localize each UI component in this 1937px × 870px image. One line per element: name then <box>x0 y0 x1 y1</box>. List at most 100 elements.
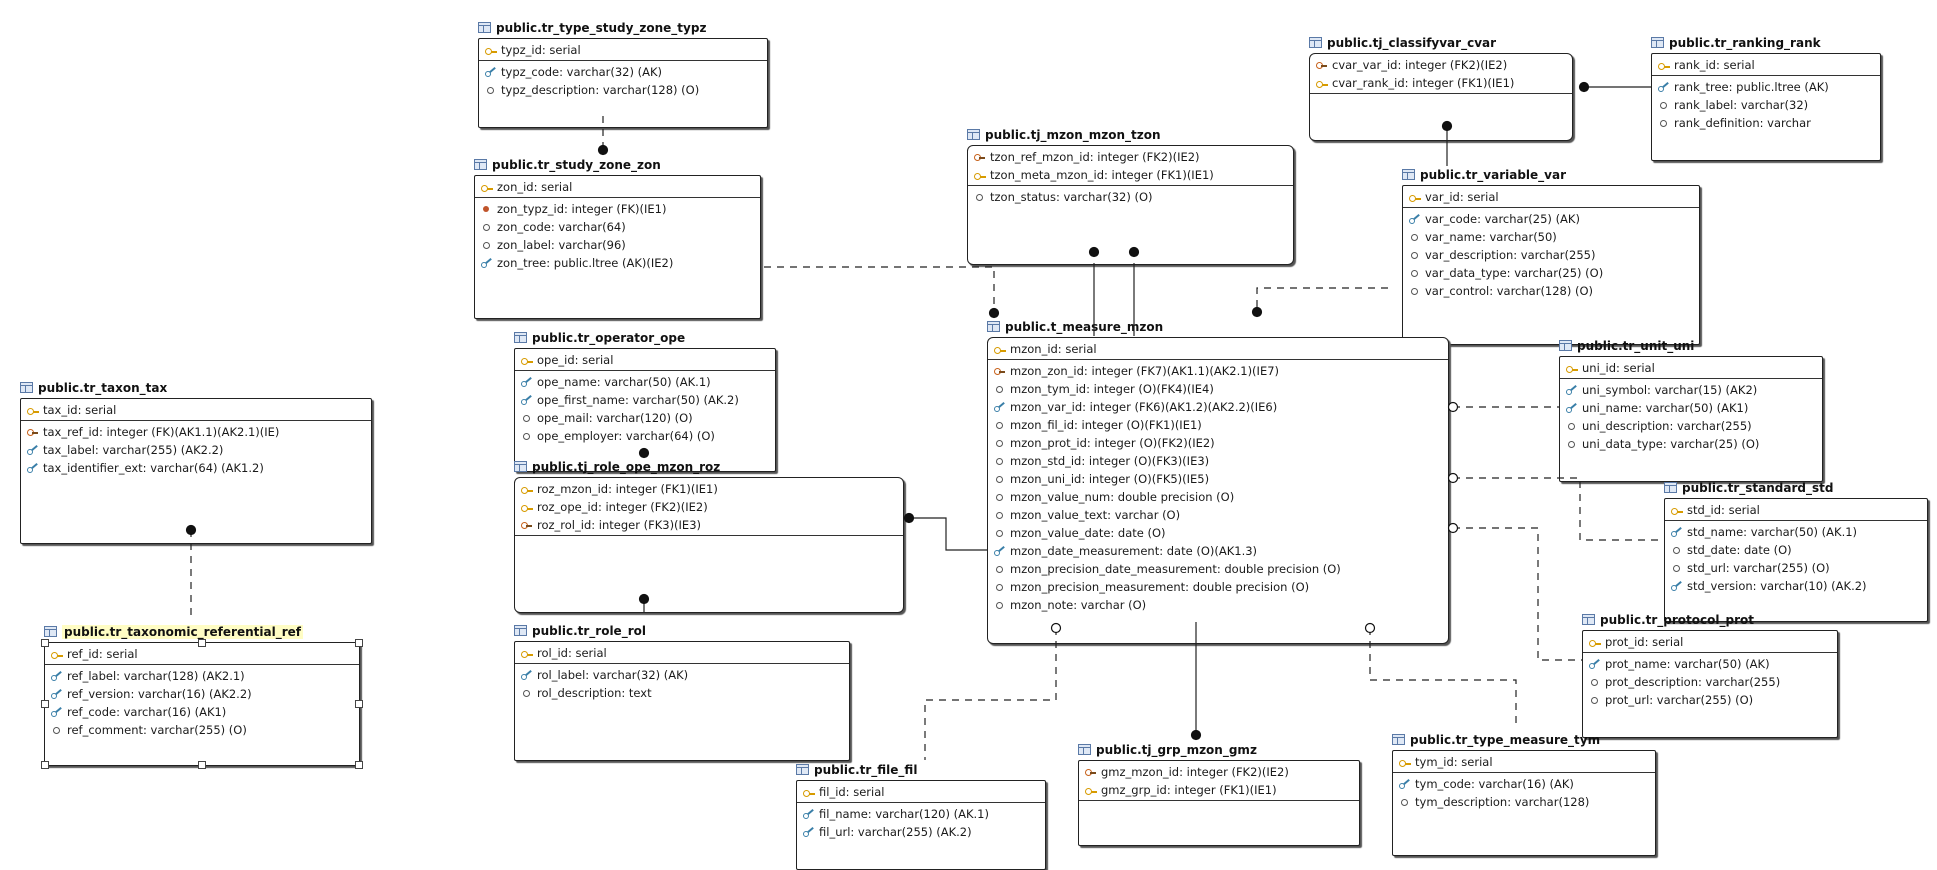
attribute-row[interactable]: zon_code: varchar(64) <box>475 218 760 236</box>
attribute-row[interactable]: tax_identifier_ext: varchar(64) (AK1.2) <box>21 459 371 477</box>
entity-title[interactable]: public.tr_operator_ope <box>514 328 685 348</box>
attribute-row[interactable]: ope_mail: varchar(120) (O) <box>515 409 775 427</box>
entity-box[interactable]: rol_id: serial rol_label: varchar(32) (AK… <box>514 641 850 761</box>
attribute-row[interactable]: tax_label: varchar(255) (AK2.2) <box>21 441 371 459</box>
attribute-row[interactable]: gmz_grp_id: integer (FK1)(IE1) <box>1079 781 1359 799</box>
attribute-row[interactable]: var_id: serial <box>1403 188 1699 206</box>
selection-handle[interactable] <box>355 761 363 769</box>
attribute-row[interactable]: rol_id: serial <box>515 644 849 662</box>
attribute-row[interactable]: uni_id: serial <box>1560 359 1822 377</box>
entity-box[interactable]: rank_id: serial rank_tree: public.ltree (… <box>1651 53 1881 161</box>
entity-title[interactable]: public.tj_mzon_mzon_tzon <box>967 125 1161 145</box>
attribute-row[interactable]: std_version: varchar(10) (AK.2) <box>1665 577 1927 595</box>
attribute-row[interactable]: mzon_prot_id: integer (O)(FK2)(IE2) <box>988 434 1448 452</box>
attribute-row[interactable]: ref_comment: varchar(255) (O) <box>45 721 359 739</box>
entity-box[interactable]: gmz_mzon_id: integer (FK2)(IE2)gmz_grp_i… <box>1078 760 1360 846</box>
entity-title[interactable]: public.t_measure_mzon <box>987 317 1163 337</box>
attribute-row[interactable]: tzon_meta_mzon_id: integer (FK1)(IE1) <box>968 166 1293 184</box>
attribute-row[interactable]: ref_code: varchar(16) (AK1) <box>45 703 359 721</box>
selection-handle[interactable] <box>198 639 206 647</box>
entity-title[interactable]: public.tj_grp_mzon_gmz <box>1078 740 1257 760</box>
attribute-row[interactable]: std_date: date (O) <box>1665 541 1927 559</box>
attribute-row[interactable]: ref_version: varchar(16) (AK2.2) <box>45 685 359 703</box>
attribute-row[interactable]: mzon_precision_date_measurement: double … <box>988 560 1448 578</box>
attribute-row[interactable]: typz_id: serial <box>479 41 767 59</box>
attribute-row[interactable]: mzon_note: varchar (O) <box>988 596 1448 614</box>
entity-title[interactable]: public.tr_taxon_tax <box>20 378 167 398</box>
attribute-row[interactable]: ope_name: varchar(50) (AK.1) <box>515 373 775 391</box>
selection-handle[interactable] <box>355 639 363 647</box>
entity-title[interactable]: public.tr_type_study_zone_typz <box>478 18 706 38</box>
attribute-row[interactable]: ref_label: varchar(128) (AK2.1) <box>45 667 359 685</box>
attribute-row[interactable]: fil_url: varchar(255) (AK.2) <box>797 823 1045 841</box>
entity-title[interactable]: public.tj_role_ope_mzon_roz <box>514 457 720 477</box>
attribute-row[interactable]: mzon_precision_measurement: double preci… <box>988 578 1448 596</box>
entity-title[interactable]: public.tr_type_measure_tym <box>1392 730 1600 750</box>
entity-ope[interactable]: public.tr_operator_ope ope_id: serial ope_… <box>514 328 776 472</box>
entity-box[interactable]: tzon_ref_mzon_id: integer (FK2)(IE2)tzon… <box>967 145 1294 265</box>
attribute-row[interactable]: prot_description: varchar(255) <box>1583 673 1837 691</box>
selection-handle[interactable] <box>41 700 49 708</box>
attribute-row[interactable]: tzon_ref_mzon_id: integer (FK2)(IE2) <box>968 148 1293 166</box>
attribute-row[interactable]: uni_data_type: varchar(25) (O) <box>1560 435 1822 453</box>
attribute-row[interactable]: mzon_uni_id: integer (O)(FK5)(IE5) <box>988 470 1448 488</box>
attribute-row[interactable]: rol_label: varchar(32) (AK) <box>515 666 849 684</box>
entity-title[interactable]: public.tj_classifyvar_cvar <box>1309 33 1496 53</box>
attribute-row[interactable]: rank_tree: public.ltree (AK) <box>1652 78 1880 96</box>
attribute-row[interactable]: roz_mzon_id: integer (FK1)(IE1) <box>515 480 903 498</box>
attribute-row[interactable]: tym_id: serial <box>1393 753 1655 771</box>
entity-title[interactable]: public.tr_unit_uni <box>1559 336 1694 356</box>
attribute-row[interactable]: mzon_fil_id: integer (O)(FK1)(IE1) <box>988 416 1448 434</box>
entity-title[interactable]: public.tr_ranking_rank <box>1651 33 1821 53</box>
attribute-row[interactable]: fil_id: serial <box>797 783 1045 801</box>
selection-handle[interactable] <box>41 639 49 647</box>
attribute-row[interactable]: mzon_value_num: double precision (O) <box>988 488 1448 506</box>
entity-box[interactable]: cvar_var_id: integer (FK2)(IE2)cvar_rank… <box>1309 53 1573 141</box>
attribute-row[interactable]: zon_tree: public.ltree (AK)(IE2) <box>475 254 760 272</box>
attribute-row[interactable]: mzon_value_text: varchar (O) <box>988 506 1448 524</box>
entity-title[interactable]: public.tr_file_fil <box>796 760 917 780</box>
attribute-row[interactable]: tym_code: varchar(16) (AK) <box>1393 775 1655 793</box>
attribute-row[interactable]: mzon_zon_id: integer (FK7)(AK1.1)(AK2.1)… <box>988 362 1448 380</box>
selection-handle[interactable] <box>198 761 206 769</box>
attribute-row[interactable]: mzon_var_id: integer (FK6)(AK1.2)(AK2.2)… <box>988 398 1448 416</box>
attribute-row[interactable]: rank_label: varchar(32) <box>1652 96 1880 114</box>
attribute-row[interactable]: var_name: varchar(50) <box>1403 228 1699 246</box>
attribute-row[interactable]: fil_name: varchar(120) (AK.1) <box>797 805 1045 823</box>
attribute-row[interactable]: cvar_rank_id: integer (FK1)(IE1) <box>1310 74 1572 92</box>
attribute-row[interactable]: roz_ope_id: integer (FK2)(IE2) <box>515 498 903 516</box>
attribute-row[interactable]: tax_ref_id: integer (FK)(AK1.1)(AK2.1)(I… <box>21 423 371 441</box>
attribute-row[interactable]: mzon_std_id: integer (O)(FK3)(IE3) <box>988 452 1448 470</box>
attribute-row[interactable]: var_data_type: varchar(25) (O) <box>1403 264 1699 282</box>
attribute-row[interactable]: uni_name: varchar(50) (AK1) <box>1560 399 1822 417</box>
attribute-row[interactable]: mzon_value_date: date (O) <box>988 524 1448 542</box>
attribute-row[interactable]: zon_typz_id: integer (FK)(IE1) <box>475 200 760 218</box>
attribute-row[interactable]: tzon_status: varchar(32) (O) <box>968 188 1293 206</box>
attribute-row[interactable]: mzon_tym_id: integer (O)(FK4)(IE4) <box>988 380 1448 398</box>
attribute-row[interactable]: rank_id: serial <box>1652 56 1880 74</box>
attribute-row[interactable]: prot_id: serial <box>1583 633 1837 651</box>
attribute-row[interactable]: ope_id: serial <box>515 351 775 369</box>
attribute-row[interactable]: typz_description: varchar(128) (O) <box>479 81 767 99</box>
entity-box[interactable]: roz_mzon_id: integer (FK1)(IE1)roz_ope_i… <box>514 477 904 613</box>
